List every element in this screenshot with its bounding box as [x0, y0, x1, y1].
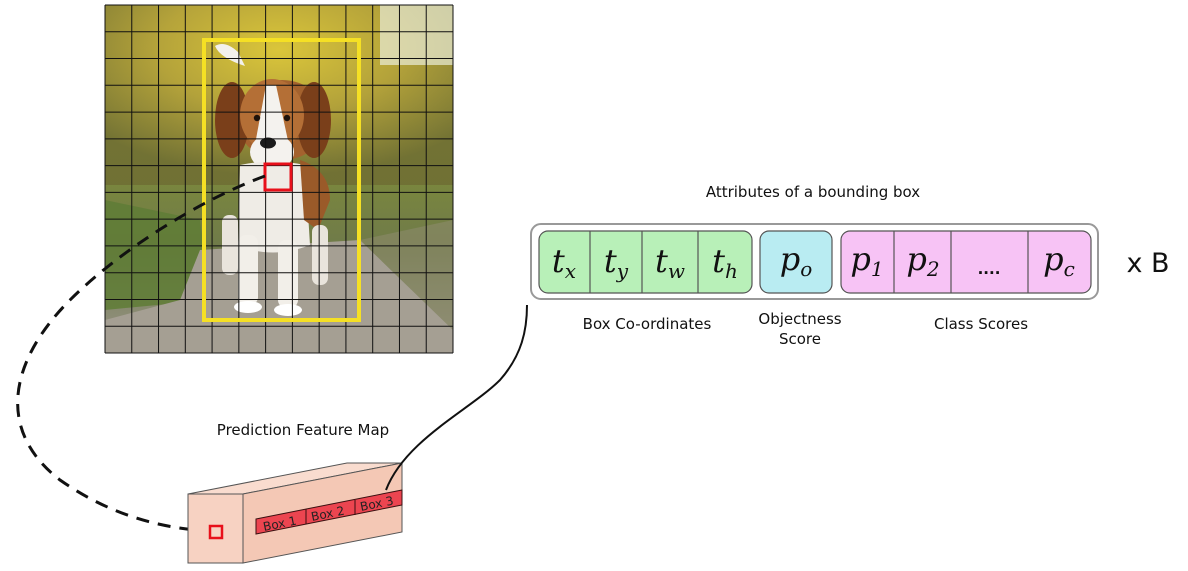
attr-p1: p1 [850, 240, 883, 281]
attr-tx: tx [552, 242, 576, 283]
box-2-label: Box 2 [310, 504, 346, 524]
attr-tw: tw [655, 242, 685, 283]
class-scores-label: Class Scores [934, 315, 1028, 333]
box-coordinates-label: Box Co-ordinates [583, 315, 712, 333]
dashed-connector [16, 174, 266, 533]
box-strip [255, 489, 403, 535]
feature-map-title: Prediction Feature Map [217, 421, 389, 439]
multiplier-label: x B [1126, 248, 1169, 279]
attr-ellipsis: .... [978, 260, 1001, 278]
feature-map-prism: Box 1 Box 2 Box 3 [187, 462, 403, 564]
feature-map-cell [208, 524, 224, 540]
attr-th: th [712, 242, 738, 283]
box-3-label: Box 3 [359, 494, 395, 514]
image-grid [104, 4, 454, 354]
objectness-group: po [759, 230, 833, 294]
attr-pc: pc [1043, 240, 1075, 281]
objectness-label-line1: Objectness [758, 310, 841, 328]
class-scores-group: p1 p2 .... pc [840, 230, 1092, 294]
attr-po: po [780, 240, 813, 281]
bounding-box-yellow [202, 38, 361, 322]
objectness-label-line2: Score [779, 330, 821, 348]
attr-p2: p2 [906, 240, 939, 281]
dog-figure [215, 44, 331, 316]
box-1-label: Box 1 [262, 514, 298, 534]
solid-connector [385, 304, 528, 491]
attributes-title: Attributes of a bounding box [706, 183, 920, 201]
box-coordinates-group: tx ty tw th [538, 230, 753, 294]
input-image [104, 4, 454, 354]
attr-ty: ty [604, 242, 629, 283]
